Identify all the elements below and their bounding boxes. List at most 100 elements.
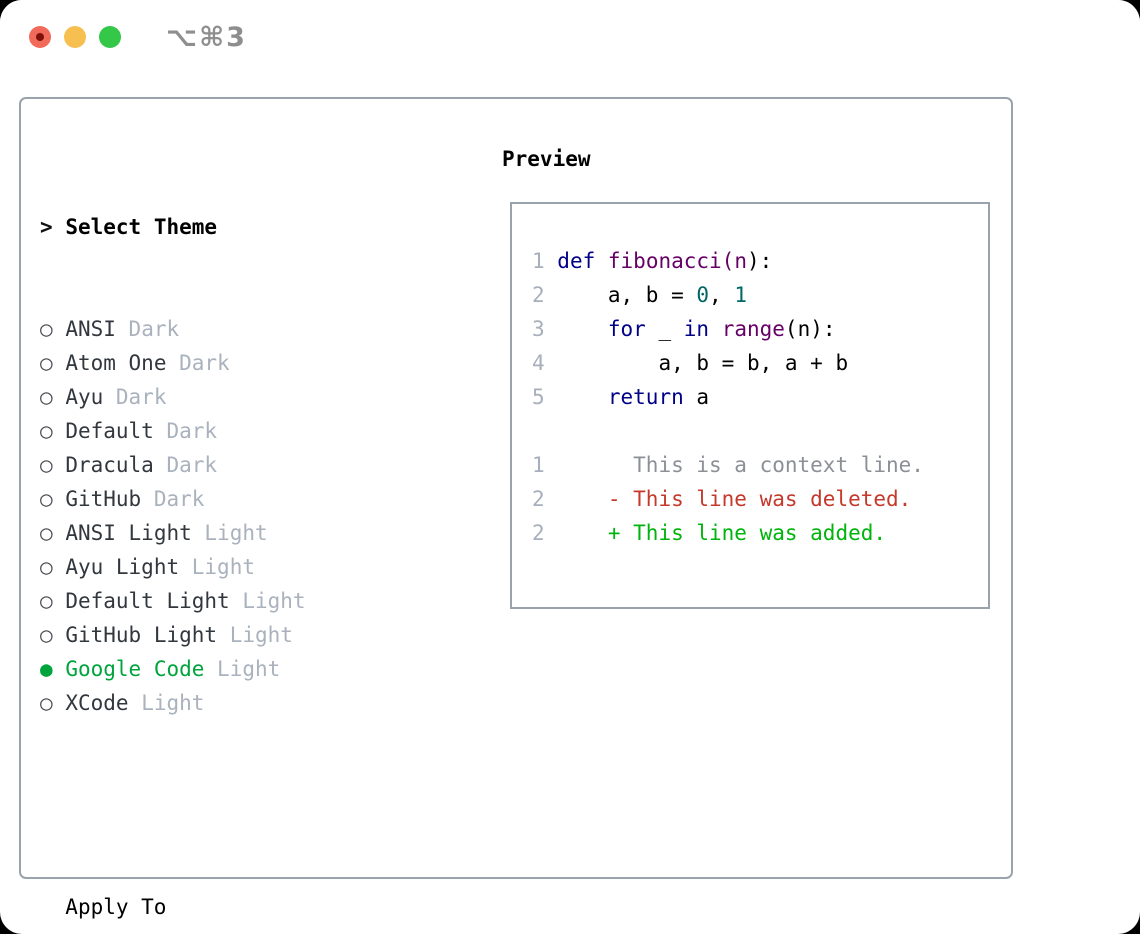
radio-icon: ○	[40, 691, 53, 715]
theme-name: Google Code	[65, 657, 205, 681]
title-bar: ⌥⌘3	[0, 0, 1140, 97]
radio-icon: ○	[40, 623, 53, 647]
theme-option-atom-one[interactable]: ○ Atom One Dark	[40, 346, 394, 380]
theme-variant: Dark	[128, 317, 180, 341]
radio-icon: ○	[40, 419, 53, 443]
gap	[230, 589, 243, 613]
theme-name: Atom One	[65, 351, 167, 375]
theme-picker-panel: > Select Theme ○ ANSI Dark○ Atom One Dar…	[19, 97, 1013, 919]
gap	[53, 589, 66, 613]
radio-selected-icon: ●	[40, 657, 53, 681]
code-line: 1 This is a context line.	[532, 448, 988, 482]
theme-option-xcode[interactable]: ○ XCode Light	[40, 686, 394, 720]
theme-name: Ayu	[65, 385, 104, 409]
theme-option-dracula[interactable]: ○ Dracula Dark	[40, 448, 394, 482]
theme-variant: Light	[217, 657, 281, 681]
code-token: for	[607, 317, 646, 341]
code-token: ,	[709, 283, 735, 307]
theme-variant: Light	[191, 555, 255, 579]
code-token: a, b = b, a + b	[557, 351, 849, 375]
code-token: fibonacci(n	[607, 249, 747, 273]
code-line: 1 def fibonacci(n):	[532, 244, 988, 278]
radio-icon: ○	[40, 385, 53, 409]
line-number: 1	[532, 453, 558, 477]
theme-variant: Dark	[115, 385, 167, 409]
code-token: (n):	[784, 317, 836, 341]
theme-option-default[interactable]: ○ Default Dark	[40, 414, 394, 448]
gap	[53, 385, 66, 409]
code-token: _	[645, 317, 684, 341]
radio-icon: ○	[40, 589, 53, 613]
theme-name: Default	[65, 419, 154, 443]
code-token: range	[721, 317, 785, 341]
theme-option-google-code[interactable]: ● Google Code Light	[40, 652, 394, 686]
gap	[53, 317, 66, 341]
code-line: 4 a, b = b, a + b	[532, 346, 988, 380]
code-token: + This line was added.	[557, 521, 887, 545]
preview-title: Preview	[502, 147, 591, 171]
gap	[53, 691, 66, 715]
theme-variant: Dark	[153, 487, 205, 511]
line-number: 2	[532, 521, 558, 545]
gap	[204, 657, 217, 681]
line-number: 2	[532, 283, 558, 307]
code-token: - This line was deleted.	[557, 487, 912, 511]
theme-variant: Light	[229, 623, 293, 647]
theme-variant: Light	[204, 521, 268, 545]
gap	[154, 453, 167, 477]
gap	[53, 623, 66, 647]
gap	[53, 351, 66, 375]
gap	[116, 317, 129, 341]
gap	[53, 487, 66, 511]
theme-option-github[interactable]: ○ GitHub Dark	[40, 482, 394, 516]
theme-option-default-light[interactable]: ○ Default Light Light	[40, 584, 394, 618]
code-token	[557, 385, 608, 409]
traffic-lights	[29, 26, 121, 48]
code-line: 2 + This line was added.	[532, 516, 988, 550]
gap	[53, 657, 66, 681]
gap	[53, 555, 66, 579]
radio-icon: ○	[40, 521, 53, 545]
theme-options: ○ ANSI Dark○ Atom One Dark○ Ayu Dark○ De…	[40, 312, 394, 720]
gap	[179, 555, 192, 579]
minimize-button[interactable]	[64, 26, 86, 48]
theme-variant: Dark	[179, 351, 230, 375]
code-token	[557, 317, 608, 341]
theme-name: XCode	[65, 691, 129, 715]
select-theme-header: > Select Theme	[40, 210, 394, 244]
close-button[interactable]	[29, 26, 51, 48]
radio-icon: ○	[40, 555, 53, 579]
code-token: a	[683, 385, 710, 409]
line-number: 3	[532, 317, 558, 341]
line-number	[532, 419, 557, 443]
gap	[53, 521, 66, 545]
theme-option-github-light[interactable]: ○ GitHub Light Light	[40, 618, 394, 652]
code-line: 3 for _ in range(n):	[532, 312, 988, 346]
line-number: 4	[532, 351, 558, 375]
theme-list: > Select Theme ○ ANSI Dark○ Atom One Dar…	[40, 142, 394, 934]
theme-variant: Light	[242, 589, 306, 613]
theme-option-ansi[interactable]: ○ ANSI Dark	[40, 312, 394, 346]
theme-name: GitHub	[65, 487, 142, 511]
theme-option-ayu-light[interactable]: ○ Ayu Light Light	[40, 550, 394, 584]
code-token	[709, 317, 722, 341]
theme-option-ansi-light[interactable]: ○ ANSI Light Light	[40, 516, 394, 550]
code-token	[595, 249, 608, 273]
spacer-row	[40, 788, 394, 822]
theme-option-ayu[interactable]: ○ Ayu Dark	[40, 380, 394, 414]
apply-to-label: Apply To	[65, 895, 167, 919]
code-token: 0	[696, 283, 710, 307]
code-token: This is a context line.	[557, 453, 924, 477]
code-line	[532, 414, 988, 448]
theme-variant: Dark	[166, 453, 218, 477]
radio-icon: ○	[40, 351, 53, 375]
code-line: 5 return a	[532, 380, 988, 414]
select-theme-label: Select Theme	[65, 215, 218, 239]
line-number: 2	[532, 487, 558, 511]
theme-name: Ayu Light	[65, 555, 180, 579]
radio-icon: ○	[40, 453, 53, 477]
zoom-button[interactable]	[99, 26, 121, 48]
theme-name: ANSI	[65, 317, 116, 341]
